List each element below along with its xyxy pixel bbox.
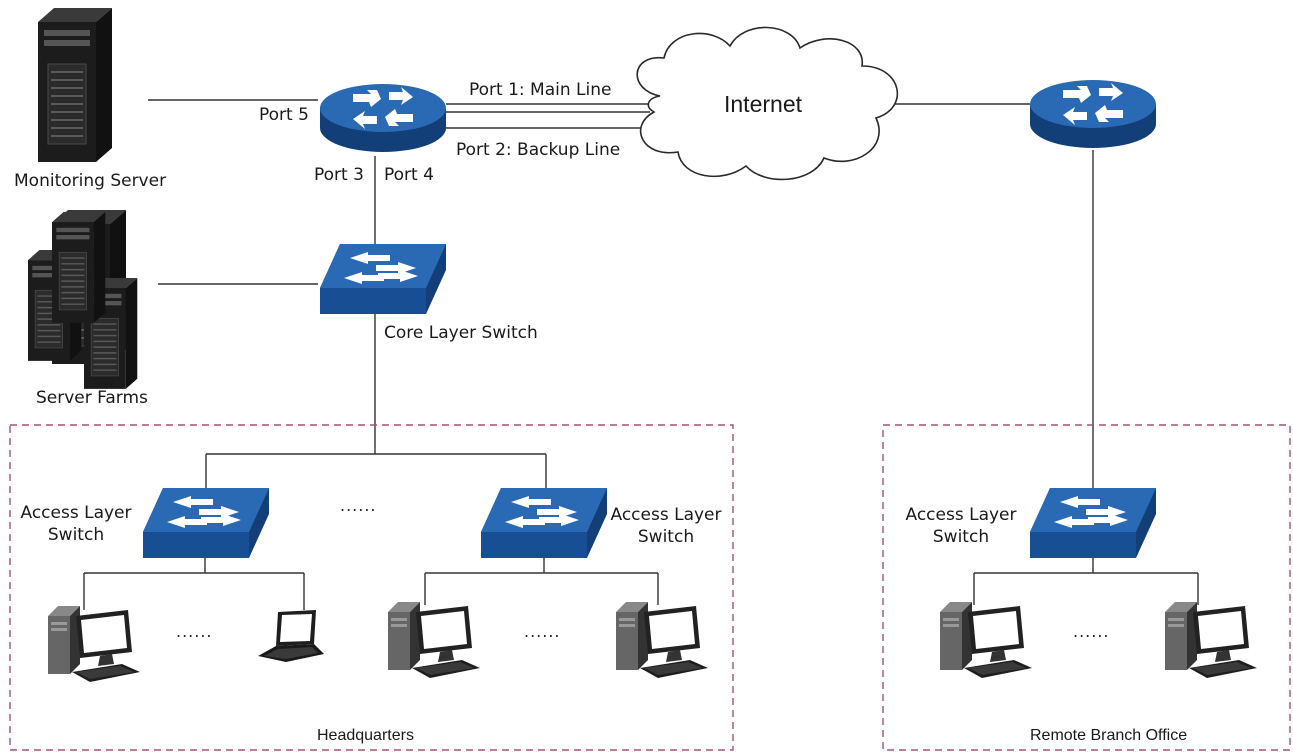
- port5-label: Port 5: [259, 105, 309, 125]
- core-switch-label: Core Layer Switch: [384, 323, 538, 343]
- access-switch-icon-1: [143, 488, 269, 558]
- router-icon: [320, 84, 446, 152]
- access-switch-icon-2: [481, 488, 607, 558]
- desktop-pc-icon-1: [48, 606, 140, 682]
- branch-router-icon: [1030, 80, 1156, 148]
- port3-label: Port 3: [314, 165, 364, 185]
- desktop-pc-icon-5: [1165, 602, 1257, 678]
- core-switch-icon: [320, 244, 446, 314]
- port2-backup-line-label: Port 2: Backup Line: [456, 140, 621, 160]
- cloud-icon: [636, 26, 899, 181]
- access-switch-label-3-line1: Access Layer: [905, 505, 1017, 525]
- server-farms-label: Server Farms: [36, 388, 148, 408]
- port4-label: Port 4: [384, 165, 434, 185]
- laptop-icon: [258, 610, 324, 662]
- access-switch-label-1: Access Layer Switch: [14, 502, 138, 546]
- headquarters-label: Headquarters: [317, 727, 414, 744]
- access-switch-label-2-line1: Access Layer: [610, 505, 722, 525]
- headquarters-group-box: [9, 424, 734, 751]
- monitoring-server-icon: [37, 7, 113, 163]
- internet-label: Internet: [724, 91, 802, 117]
- ellipsis-hq-right: ......: [524, 622, 561, 641]
- remote-branch-group-box: [882, 424, 1291, 751]
- desktop-pc-icon-3: [616, 602, 708, 678]
- desktop-pc-icon-2: [388, 602, 480, 678]
- remote-branch-label: Remote Branch Office: [1030, 727, 1188, 744]
- monitoring-server-label: Monitoring Server: [14, 171, 167, 191]
- ellipsis-branch: ......: [1073, 622, 1110, 641]
- access-switch-label-3-line2: Switch: [932, 527, 990, 547]
- ellipsis-switches: ......: [340, 496, 377, 515]
- port1-main-line-label: Port 1: Main Line: [469, 80, 612, 100]
- ellipsis-hq-left: ......: [176, 622, 213, 641]
- access-switch-label-1-line1: Access Layer: [20, 503, 132, 523]
- desktop-pc-icon-4: [940, 602, 1032, 678]
- access-switch-label-1-line2: Switch: [47, 525, 105, 545]
- access-switch-label-2: Access Layer Switch: [604, 504, 728, 548]
- server-farm-icon-1b: [51, 211, 106, 324]
- access-switch-label-2-line2: Switch: [637, 527, 695, 547]
- access-switch-icon-3: [1030, 488, 1156, 558]
- access-switch-label-3: Access Layer Switch: [899, 504, 1023, 548]
